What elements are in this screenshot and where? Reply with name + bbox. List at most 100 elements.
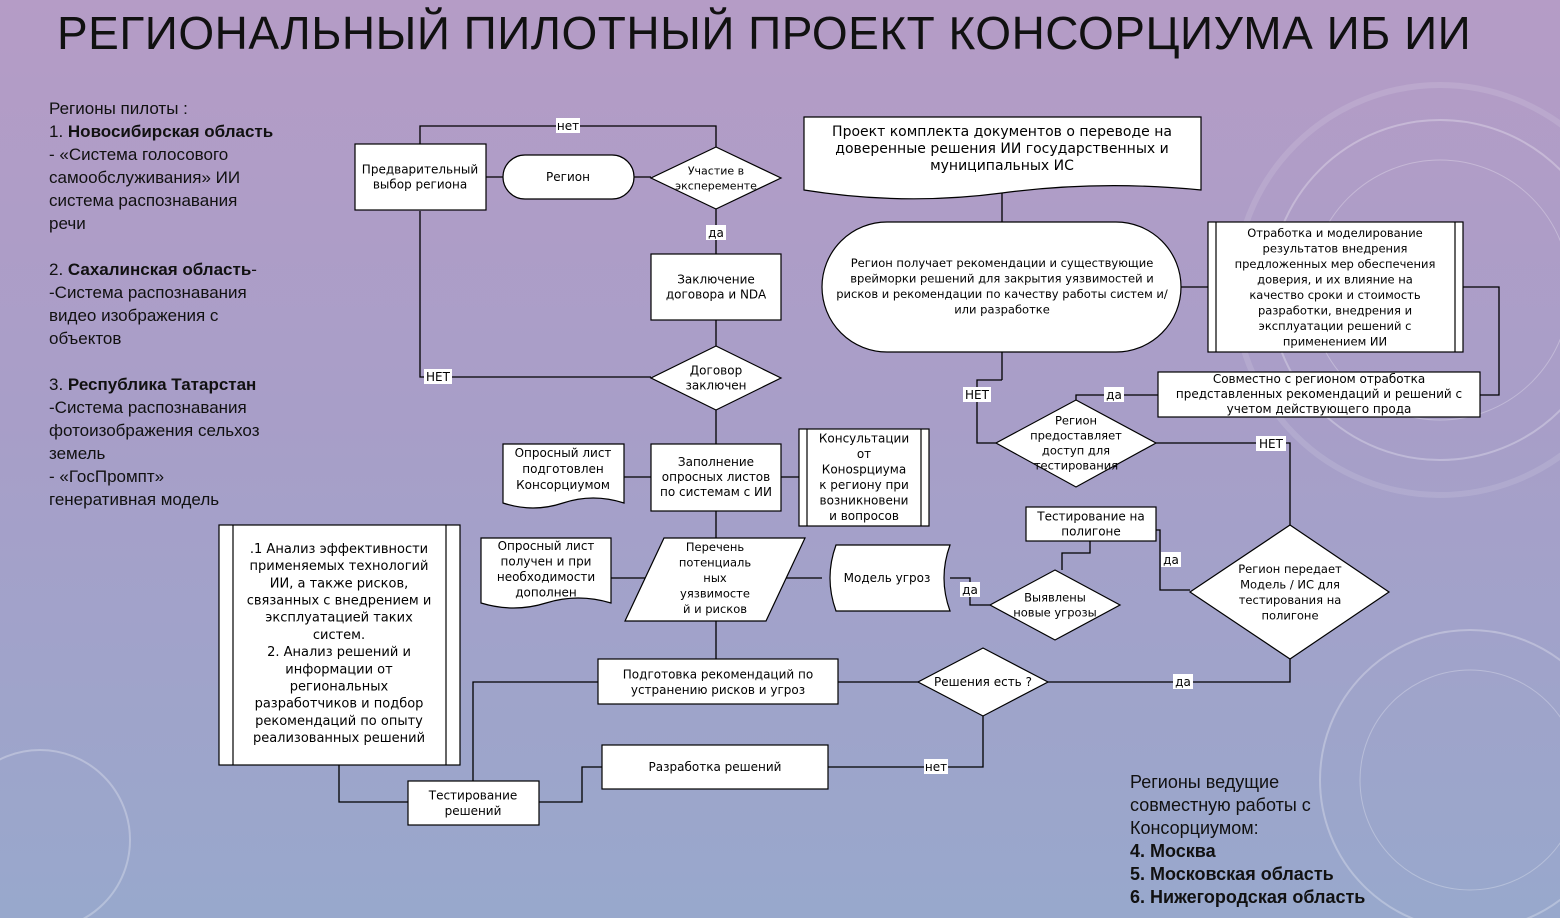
new-threats-decision	[988, 569, 1122, 641]
solutions-decision	[916, 647, 1050, 717]
node-label-line: качество сроки и стоимость	[1249, 288, 1420, 302]
fill-questionnaire-box	[650, 443, 782, 512]
node-label-line: устранению рисков и угроз	[631, 683, 805, 697]
node-label-solutions-q: Решения есть ?	[934, 675, 1032, 689]
participation-decision	[649, 146, 783, 210]
edge-label: НЕТ	[426, 370, 451, 384]
node-label-line: эксплуатации решений с	[1259, 319, 1412, 333]
node-label-line: Регион получает рекомендации и существую…	[851, 256, 1154, 270]
node-label-line: Подготовка рекомендаций по	[623, 668, 813, 682]
edge-label: НЕТ	[965, 388, 990, 402]
node-label-line: Отработка и моделирование	[1247, 226, 1423, 240]
node-label-line: информации от	[285, 662, 393, 677]
edge-label: да	[708, 226, 724, 240]
node-label-line: полигоне	[1261, 608, 1318, 622]
node-label-line: врейморки решений для закрытия уязвимост…	[850, 271, 1153, 285]
pilot-region-1: 1. Новосибирская область	[49, 122, 274, 141]
node-label-line: Совместно с регионом отработка	[1213, 372, 1425, 386]
region-transfers-decision	[1188, 524, 1391, 660]
lead-regions-list: Регионы ведущие совместную работы с Конс…	[1130, 772, 1366, 907]
consult-box	[798, 428, 930, 527]
prelim-box	[354, 143, 487, 211]
node-label-line: получен и при	[501, 555, 592, 569]
node-label-line: региональных	[290, 680, 389, 695]
node-label-line: Заполнение	[678, 455, 754, 469]
test-solutions-box	[407, 780, 540, 826]
pilot-region-3: 3. Республика Татарстан	[49, 375, 257, 394]
node-label-line: Опросный лист	[498, 539, 595, 553]
node-label-region: Регион	[546, 170, 590, 184]
shapes	[218, 116, 1481, 826]
node-label-line: рекомендаций по опыту	[255, 714, 423, 729]
edge-label: НЕТ	[1259, 437, 1284, 451]
node-label-line: решений	[445, 804, 502, 818]
node-label-line: и вопросов	[829, 509, 899, 523]
node-label-line: предложенных мер обеспечения	[1235, 257, 1436, 271]
node-label-line: муниципальных ИС	[930, 158, 1074, 174]
node-label-line: Участие в	[688, 164, 744, 177]
node-label-threat-model: Модель угроз	[844, 571, 931, 585]
joint-box	[1157, 371, 1481, 418]
edge-label: да	[1175, 675, 1191, 689]
lead-region-item: 6. Нижегородская область	[1130, 887, 1366, 907]
node-label-line: Тестирование на	[1036, 510, 1145, 524]
node-label-line: Разработка решений	[649, 760, 782, 774]
node-label-dev-solutions: Разработка решений	[649, 760, 782, 774]
lead-region-item: 4. Москва	[1130, 841, 1216, 861]
node-label-line: подготовлен	[522, 462, 603, 476]
region-access-decision	[994, 399, 1158, 488]
node-label-line: предоставляет	[1030, 429, 1122, 443]
node-label-line: Регион	[1055, 414, 1097, 428]
node-label-line: й и рисков	[683, 602, 747, 616]
node-label-line: тестирования	[1034, 459, 1118, 473]
analysis-box	[218, 524, 461, 766]
node-label-line: эксплуатацией таких	[265, 611, 413, 626]
node-label-line: ИИ, а также рисков,	[270, 576, 409, 591]
pilot-regions-list: Регионы пилоты : 1. Новосибирская област…	[49, 99, 274, 509]
edge-labels: нет да НЕТ НЕТ да НЕТ да да да нет	[424, 118, 1286, 774]
pilot-region-2: 2. Сахалинская область-	[49, 260, 257, 279]
node-label-line: потенциаль	[679, 556, 752, 570]
node-label-line: Договор	[690, 364, 742, 378]
node-label-line: Конosрциума	[822, 462, 906, 476]
node-label-line: реализованных решений	[253, 731, 425, 746]
edge-label: да	[1163, 553, 1179, 567]
node-label-line: разработки, внедрения и	[1258, 303, 1412, 317]
questionnaire-received-doc	[480, 537, 612, 609]
node-label-line: Заключение	[677, 273, 755, 287]
edge-label: нет	[557, 119, 579, 133]
node-label-line: систем.	[313, 628, 365, 643]
node-label-line: опросных листов	[662, 470, 770, 484]
node-label-line: или разработке	[954, 302, 1050, 316]
node-label-line: представленных рекомендаций и решений с	[1176, 387, 1462, 401]
edge-label: да	[1106, 388, 1122, 402]
node-label-line: Модель угроз	[844, 571, 931, 585]
region-receives-terminator	[821, 221, 1182, 353]
node-label-line: Консорциумом	[516, 478, 610, 492]
node-label-line: учетом действующего прода	[1227, 402, 1412, 416]
node-label-line: результатов внедрения	[1263, 241, 1408, 255]
edge-label: да	[962, 583, 978, 597]
node-label-line: Выявлены	[1024, 591, 1086, 605]
node-label-line: рисков и рекомендации по качеству работы…	[836, 287, 1168, 301]
node-label-docs: Проект комплекта документов о переводе н…	[832, 124, 1172, 174]
contract-done-decision	[649, 345, 783, 411]
node-label-line: необходимости	[497, 570, 595, 584]
node-label-line: новые угрозы	[1013, 606, 1097, 620]
node-label-line: по системам с ИИ	[660, 485, 772, 499]
